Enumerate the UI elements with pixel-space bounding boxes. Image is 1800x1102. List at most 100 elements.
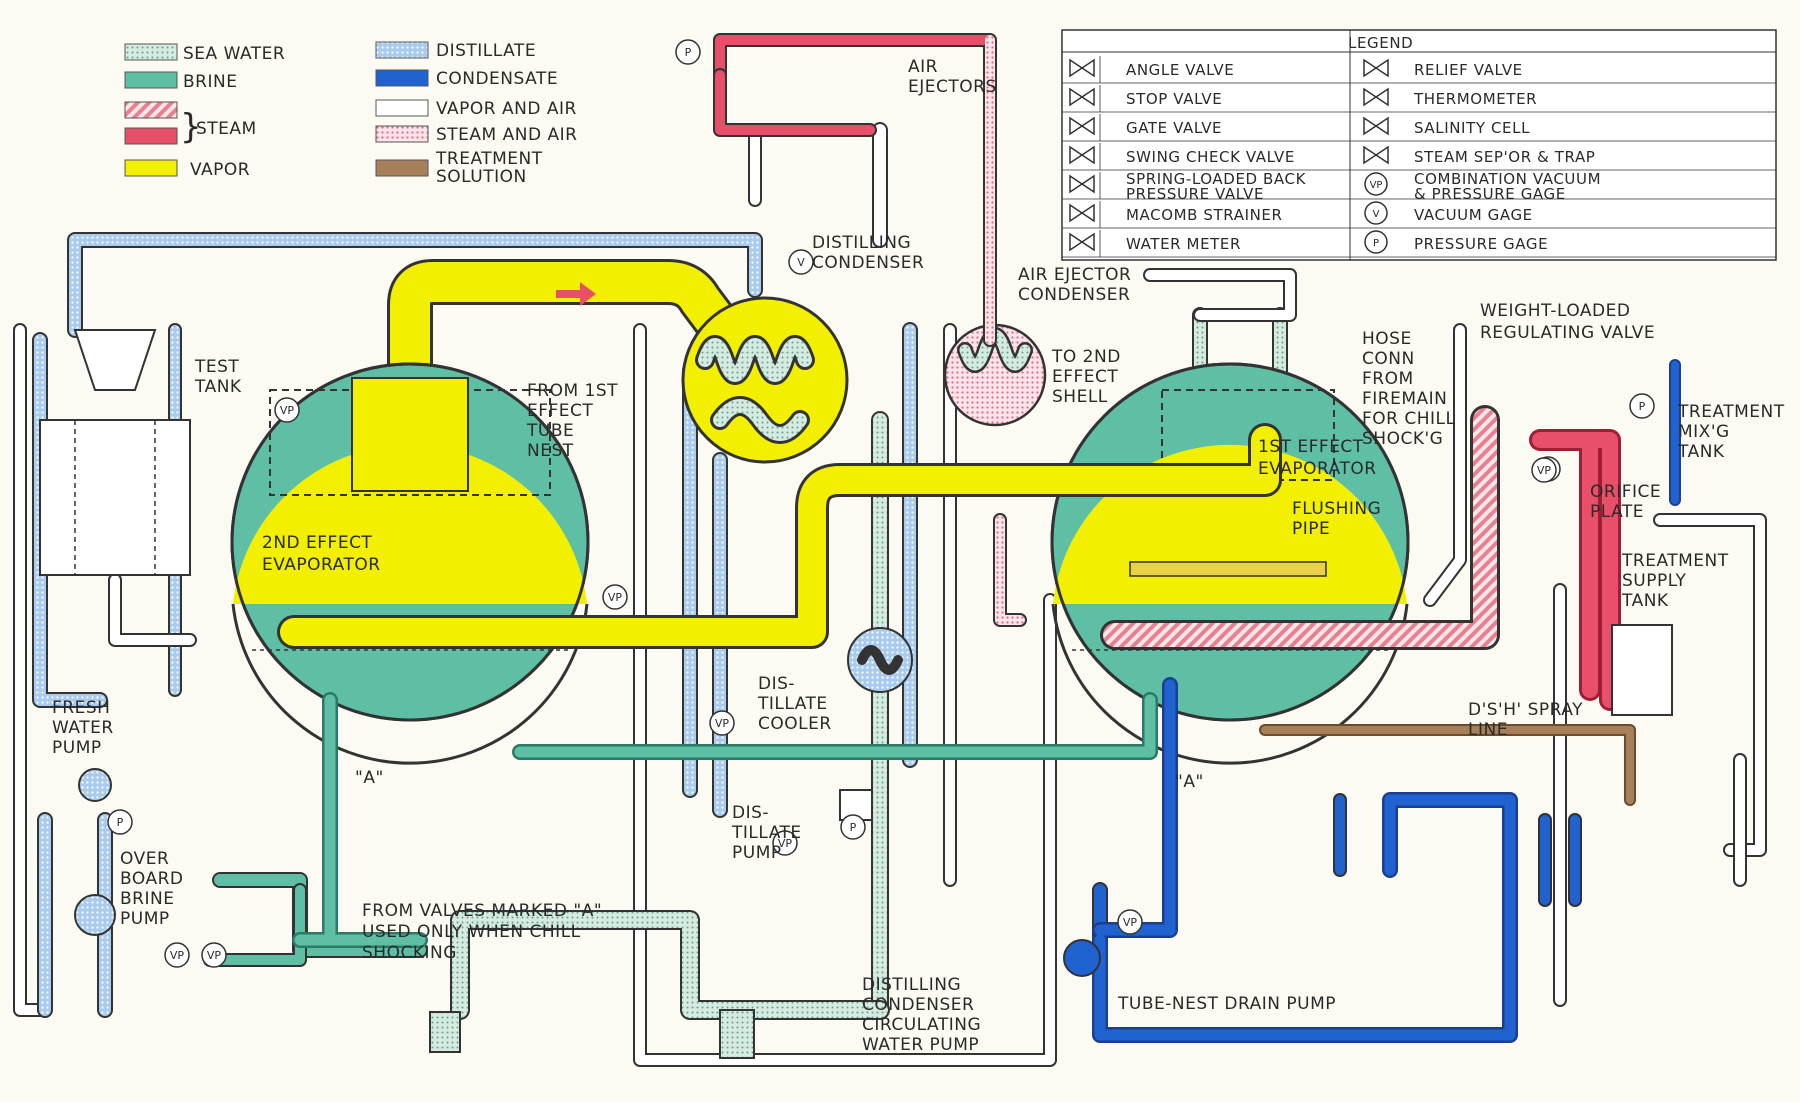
legend-label-right: PRESSURE GAGE (1414, 235, 1548, 253)
distillate-cooler-label: DIS- (758, 674, 795, 694)
distillate-pump-label: PUMP (732, 843, 782, 863)
flushing-pipe-label: FLUSHING (1292, 499, 1381, 519)
legend-label-right: STEAM SEP'OR & TRAP (1414, 148, 1595, 166)
legend-label-left: SPRING-LOADED BACK (1126, 170, 1307, 188)
thermometer-icon (1363, 87, 1389, 107)
from-1st-effect-label: EFFECT (527, 401, 593, 421)
from-1st-effect-label: FROM 1ST (527, 381, 618, 401)
vapor-and-air-key-label: VAPOR AND AIR (436, 99, 577, 119)
legend-label-right-2: & PRESSURE GAGE (1414, 185, 1566, 203)
hose-conn-label: SHOCK'G (1362, 429, 1443, 449)
steam-swatch (124, 127, 178, 145)
vacuum-pressure-gage-icon: VP (602, 584, 628, 610)
steam-brace: } (180, 107, 202, 147)
legend-label-right: THERMOMETER (1413, 90, 1537, 108)
dsh-spray-label: LINE (1468, 720, 1508, 740)
vacuum-pressure-gage-icon: VP (201, 942, 227, 968)
pressure-gage-icon: P (1629, 393, 1655, 419)
legend-label-left: SWING CHECK VALVE (1126, 148, 1295, 166)
back-pressure-valve-icon (1069, 174, 1095, 194)
stop-valve-icon (1069, 87, 1095, 107)
hose-conn-label: FIREMAIN (1362, 389, 1447, 409)
brine-swatch (124, 71, 178, 89)
angle-valve-icon (1069, 58, 1095, 78)
weight-loaded-label: WEIGHT-LOADED (1480, 301, 1630, 321)
circ-pump-label: CIRCULATING (862, 1015, 981, 1035)
to-2nd-effect-label: TO 2ND (1051, 347, 1121, 367)
air-ejectors-label: AIR (908, 57, 938, 77)
from-valves-a-label: USED ONLY WHEN CHILL (362, 922, 581, 942)
treatment-supply-tank (1611, 624, 1673, 716)
brine-key-label: BRINE (183, 72, 237, 92)
hose-conn-label: CONN (1362, 349, 1415, 369)
distillate-cooler-label: COOLER (758, 714, 832, 734)
air-ejector-condenser-label: CONDENSER (1018, 285, 1130, 305)
air-ejectors-label: EJECTORS (908, 77, 997, 97)
distillate-key-label: DISTILLATE (436, 41, 536, 61)
valve-a-label-1st: "A" (1175, 772, 1204, 792)
legend-label-left: MACOMB STRAINER (1126, 206, 1283, 224)
orifice-plate-label: PLATE (1590, 502, 1644, 522)
legend-label-right: RELIEF VALVE (1414, 61, 1523, 79)
pressure-gage-icon: P (1364, 230, 1388, 254)
condensate-drain-line (1092, 677, 1518, 1043)
fresh-water-pump-icon (78, 768, 112, 802)
distilling-condenser-label: DISTILLING (812, 233, 911, 253)
second-effect-label: EVAPORATOR (262, 555, 381, 575)
svg-text:P: P (1639, 400, 1646, 413)
sea-water-swatch (124, 43, 178, 61)
legend-label-left: ANGLE VALVE (1126, 61, 1234, 79)
fluid-key: SEA WATER BRINE } STEAM VAPOR DISTILLATE… (124, 41, 577, 187)
treatment-supply-label: TREATMENT (1621, 551, 1729, 571)
distillate-swatch (375, 41, 429, 59)
swing-check-valve-icon (1069, 145, 1095, 165)
vacuum-pressure-gage-icon: VP (274, 397, 300, 423)
overboard-brine-pump-label: BOARD (120, 869, 183, 889)
vacuum-pressure-gage-icon: VP (1531, 457, 1557, 483)
treatment-mix-label: TREATMENT (1677, 402, 1785, 422)
flushing-pipe-label: PIPE (1292, 519, 1330, 539)
vacuum-pressure-gage-icon: VP (164, 942, 190, 968)
treatment-swatch (375, 159, 429, 177)
overboard-brine-pump-label: PUMP (120, 909, 170, 929)
weight-loaded-label: REGULATING VALVE (1480, 323, 1655, 343)
circulating-pump-icon (719, 1009, 755, 1059)
overboard-brine-pump-icon (74, 894, 116, 936)
overboard-brine-pump-label: BRINE (120, 889, 174, 909)
svg-text:VP: VP (170, 949, 185, 962)
svg-text:V: V (1373, 209, 1380, 220)
from-1st-effect-label: NEST (527, 441, 574, 461)
fresh-water-pump-label: FRESH (52, 698, 110, 718)
legend-label-right: VACUUM GAGE (1414, 206, 1533, 224)
svg-text:VP: VP (715, 717, 730, 730)
condensate-key-label: CONDENSATE (436, 69, 558, 89)
steam-and-air-key-label: STEAM AND AIR (436, 125, 577, 145)
svg-text:P: P (850, 821, 857, 834)
tube-nest-drain-pump-icon (1063, 939, 1101, 977)
second-effect-label: 2ND EFFECT (262, 533, 372, 553)
distillate-pump-label: DIS- (732, 803, 769, 823)
distillate-cooler-label: TILLATE (757, 694, 828, 714)
first-effect-label: EVAPORATOR (1258, 459, 1377, 479)
steam-key-label: STEAM (196, 119, 257, 139)
legend-frame (1061, 29, 1777, 261)
treatment-mix-label: MIX'G (1678, 422, 1730, 442)
fresh-water-pump-label: WATER (52, 718, 114, 738)
treatment-key-label-1: TREATMENT (435, 149, 543, 169)
gate-valve-icon (1069, 116, 1095, 136)
legend-label-right: COMBINATION VACUUM (1414, 170, 1601, 188)
circ-pump-label: WATER PUMP (862, 1035, 979, 1055)
svg-text:VP: VP (1370, 180, 1383, 191)
vacuum-pressure-gage-icon: VP (1364, 172, 1388, 196)
test-tank-label: TANK (194, 377, 242, 397)
legend-label-left: WATER METER (1126, 235, 1241, 253)
pressure-gage-icon: P (107, 809, 133, 835)
test-tank-label: TEST (194, 357, 239, 377)
to-2nd-effect-label: EFFECT (1052, 367, 1118, 387)
from-valves-a-label: SHOCKING (362, 943, 457, 963)
treatment-key-label-2: SOLUTION (436, 167, 527, 187)
first-effect-vent (1143, 268, 1297, 322)
